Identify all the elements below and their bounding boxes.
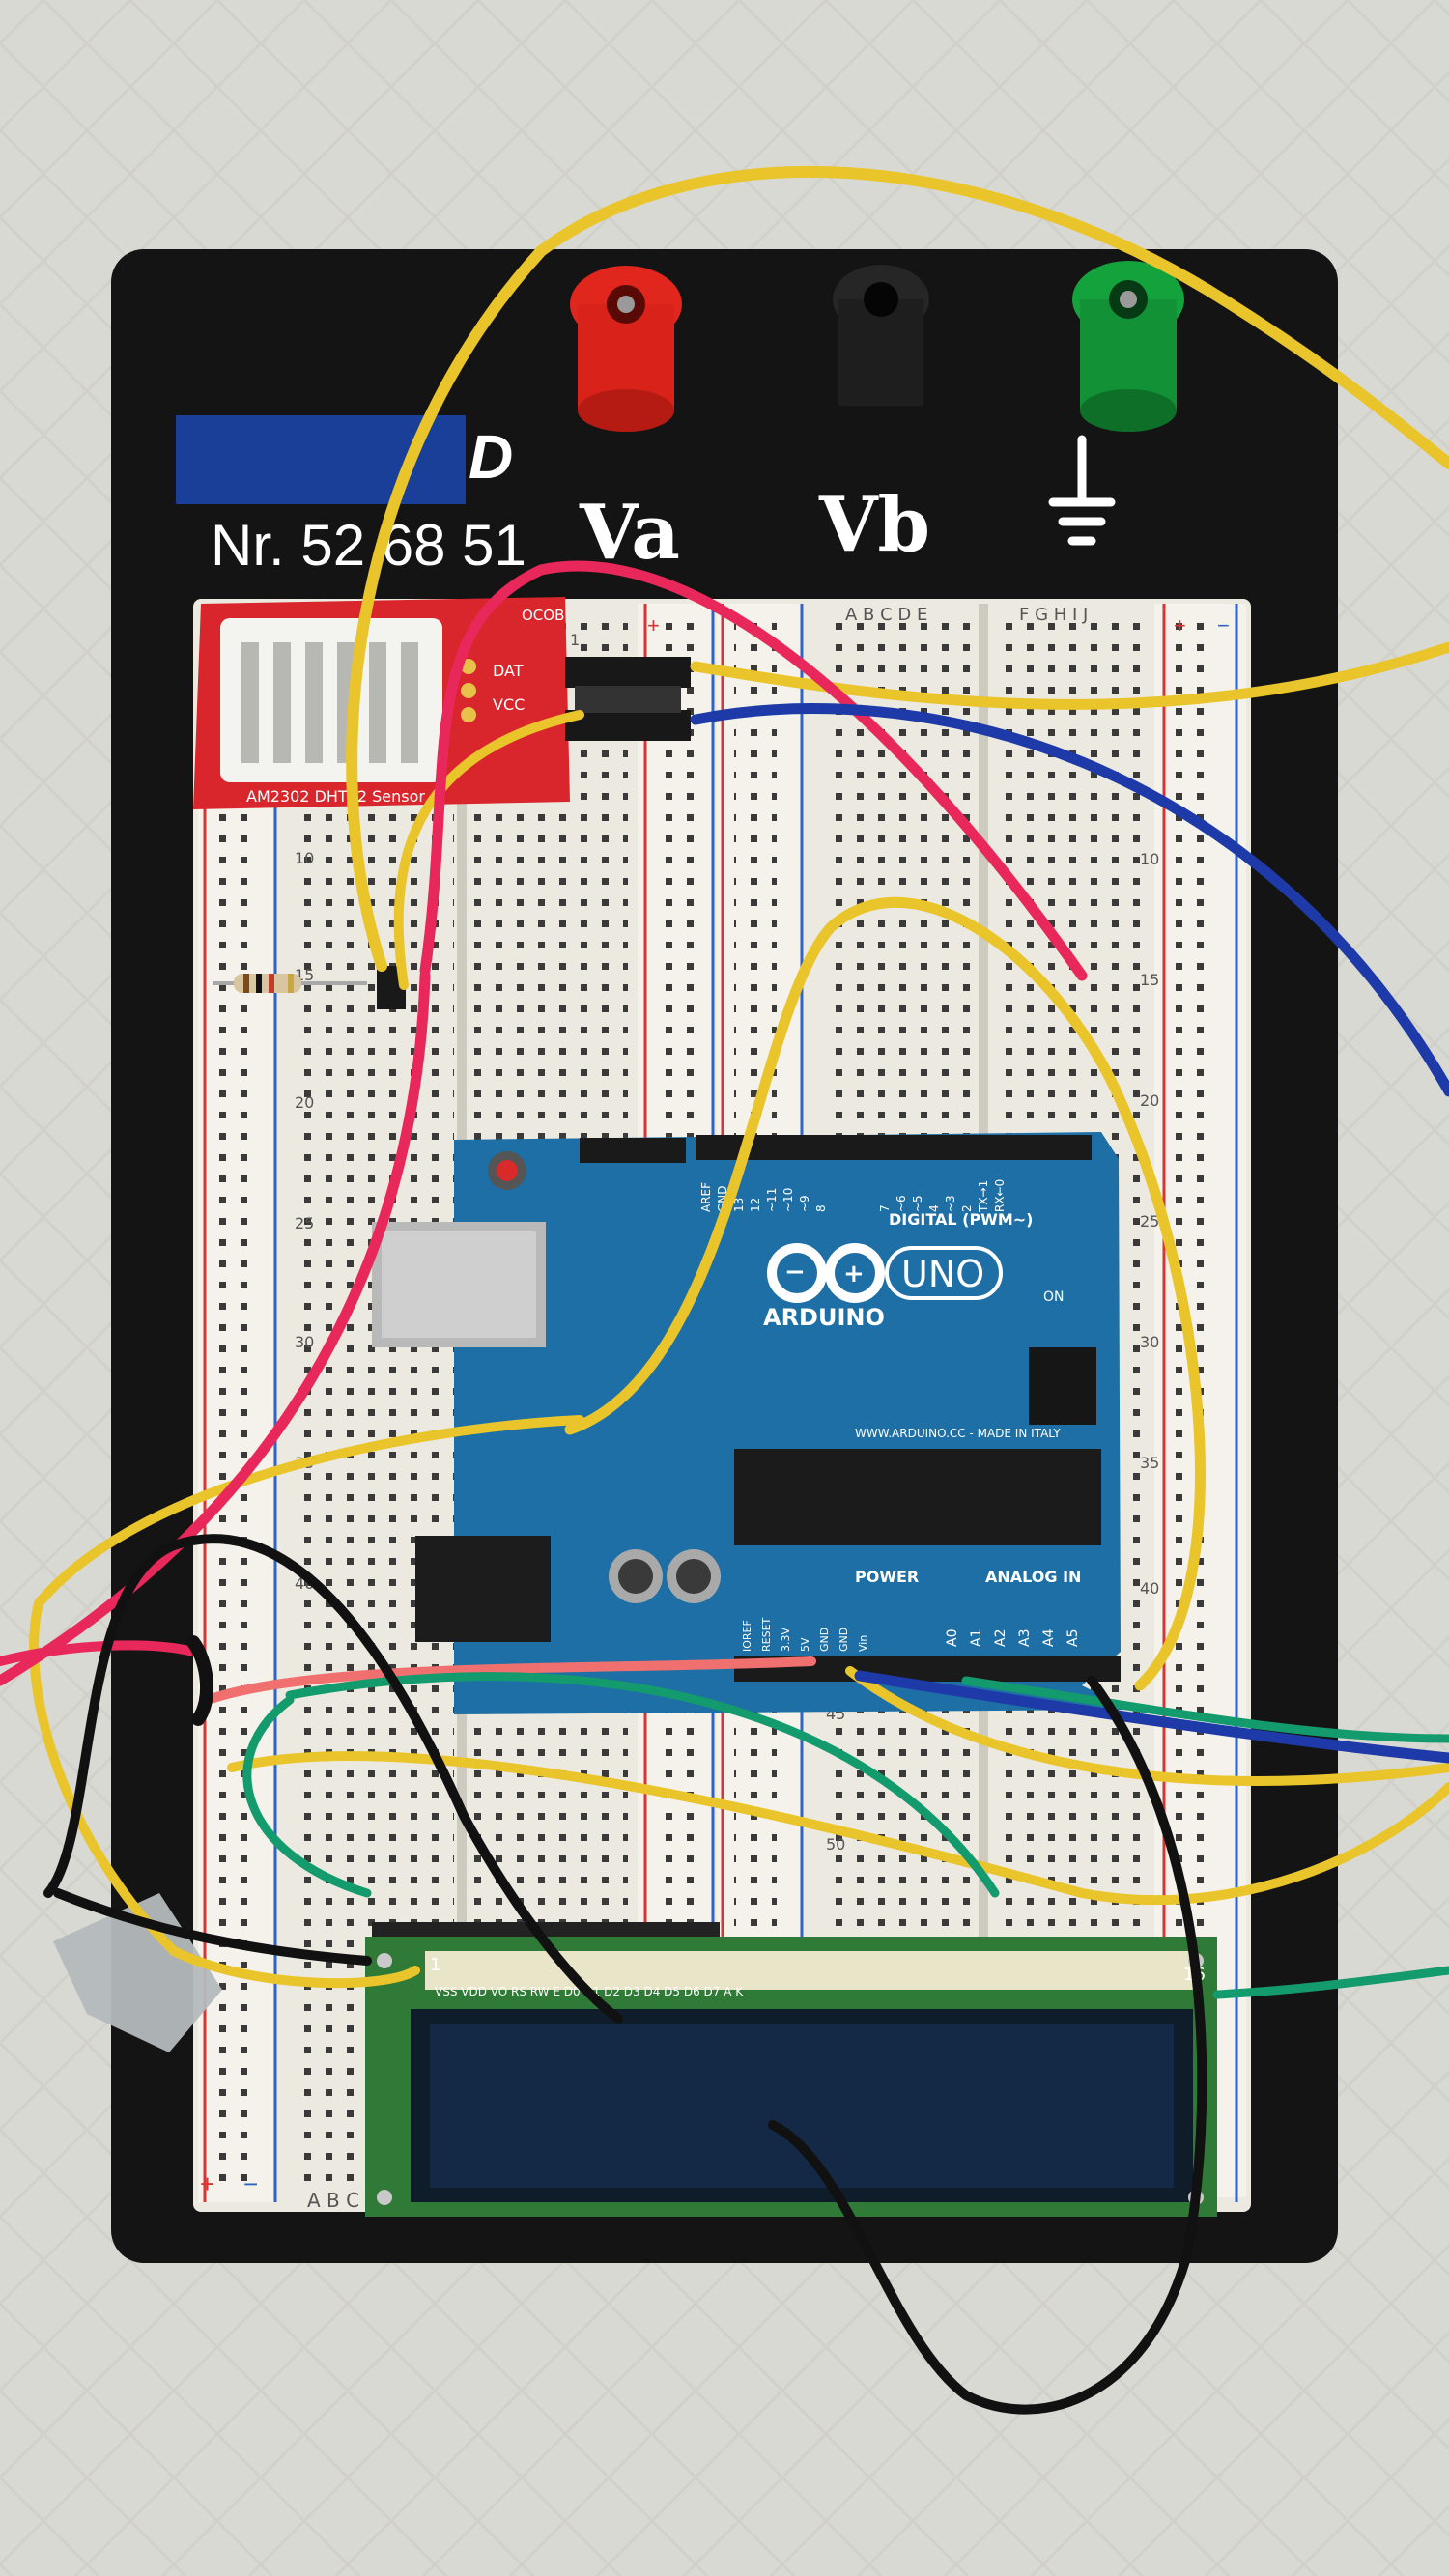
pin-label: 12 [749,1198,762,1212]
pin-label: RX←0 [993,1179,1007,1212]
terminal-green [1072,261,1184,432]
rail-minus-label: − [243,2169,258,2198]
row-number: 20 [295,1093,314,1112]
pin-label: 7 [878,1204,892,1212]
pin-label: 2 [960,1204,974,1212]
sensor-pin-dat: DAT [493,662,524,680]
row-number: 20 [1140,1091,1159,1110]
row-number: 15 [1140,971,1159,989]
row-number: 1 [570,631,580,649]
sensor-code: OCOB [522,607,564,624]
arduino-model: UNO [901,1253,984,1295]
pin-label: 8 [814,1204,828,1212]
sensor-pin-vcc: VCC [493,695,525,714]
pin-label: AREF [699,1182,713,1212]
website-label: WWW.ARDUINO.CC - MADE IN ITALY [855,1427,1061,1440]
row-number: 50 [826,1835,845,1854]
row-number: 10 [295,849,314,867]
pin-label: A3 [1017,1629,1033,1647]
pin-label: 3.3V [780,1628,792,1652]
pin-label: Vin [857,1635,869,1652]
pin-label: 13 [732,1198,746,1212]
power-jack [415,1536,551,1642]
analog-in-label: ANALOG IN [985,1568,1081,1586]
pin-label: 4 [927,1204,941,1212]
pin-label: IOREF [741,1620,753,1652]
arduino-infinity-logo [767,1243,885,1303]
row-number: 30 [295,1333,314,1351]
row-number: 40 [1140,1579,1159,1598]
arduino-uno-board: − + UNO ARDUINO DIGITAL (PWM~) WWW.ARDUI… [372,1132,1130,1714]
svg-text:+: + [843,1260,865,1288]
terminal-label-vb: Vb [818,481,930,569]
power-label: POWER [855,1568,919,1586]
jumper-wires [0,165,1449,2415]
rail-plus-top-right: + [1174,613,1186,637]
pin-label: TX→1 [977,1180,990,1213]
pin-label: 5V [799,1637,811,1652]
pin-label: ~9 [798,1195,811,1212]
pin-label: GND [818,1628,831,1652]
logo-letter: D [469,422,513,492]
rail-minus-top-right: − [1217,613,1230,637]
column-letters-bottom: A B C [307,2189,359,2212]
rail-plus-top: + [647,613,660,637]
sensor-model: AM2302 DHT22 Sensor [246,787,425,806]
lcd-module: 1 16 VSS VDD VO RS RW E D0 D1 D2 D3 D4 D… [365,1922,1217,2217]
row-number: 35 [1140,1454,1159,1472]
lcd-pin-start: 1 [430,1955,440,1975]
pin-label: A5 [1065,1629,1081,1647]
row-number: 10 [1140,850,1159,868]
pin-label: ~11 [765,1188,779,1212]
terminal-red [570,266,682,432]
pin-label: A4 [1041,1628,1057,1647]
row-number: 25 [295,1214,314,1232]
svg-text:−: − [784,1258,806,1287]
column-letters-top-right: F G H I J [1019,605,1088,625]
ground-icon [1048,435,1116,546]
atmega-chip [734,1449,1101,1545]
row-number: 30 [1140,1333,1159,1351]
pin-label: GND [838,1628,850,1652]
reset-button [497,1160,518,1181]
pin-label: A1 [969,1629,984,1647]
terminal-black [833,265,929,406]
column-letters-top: A B C D E [845,605,927,625]
pin-label: ~10 [781,1188,795,1212]
pin-label: ~6 [895,1195,908,1212]
pin-label: A0 [945,1629,960,1647]
serial-number: Nr. 52 68 51 [211,513,526,578]
pin-label: ~5 [911,1195,924,1212]
rail-plus-label: + [200,2169,214,2198]
pin-label: ~3 [944,1195,957,1212]
on-label: ON [1043,1289,1065,1305]
arduino-brand: ARDUINO [763,1304,885,1331]
pin-label: RESET [760,1617,773,1652]
pin-label: A2 [993,1629,1009,1647]
digital-label: DIGITAL (PWM~) [889,1210,1033,1229]
row-number: 25 [1140,1212,1159,1231]
